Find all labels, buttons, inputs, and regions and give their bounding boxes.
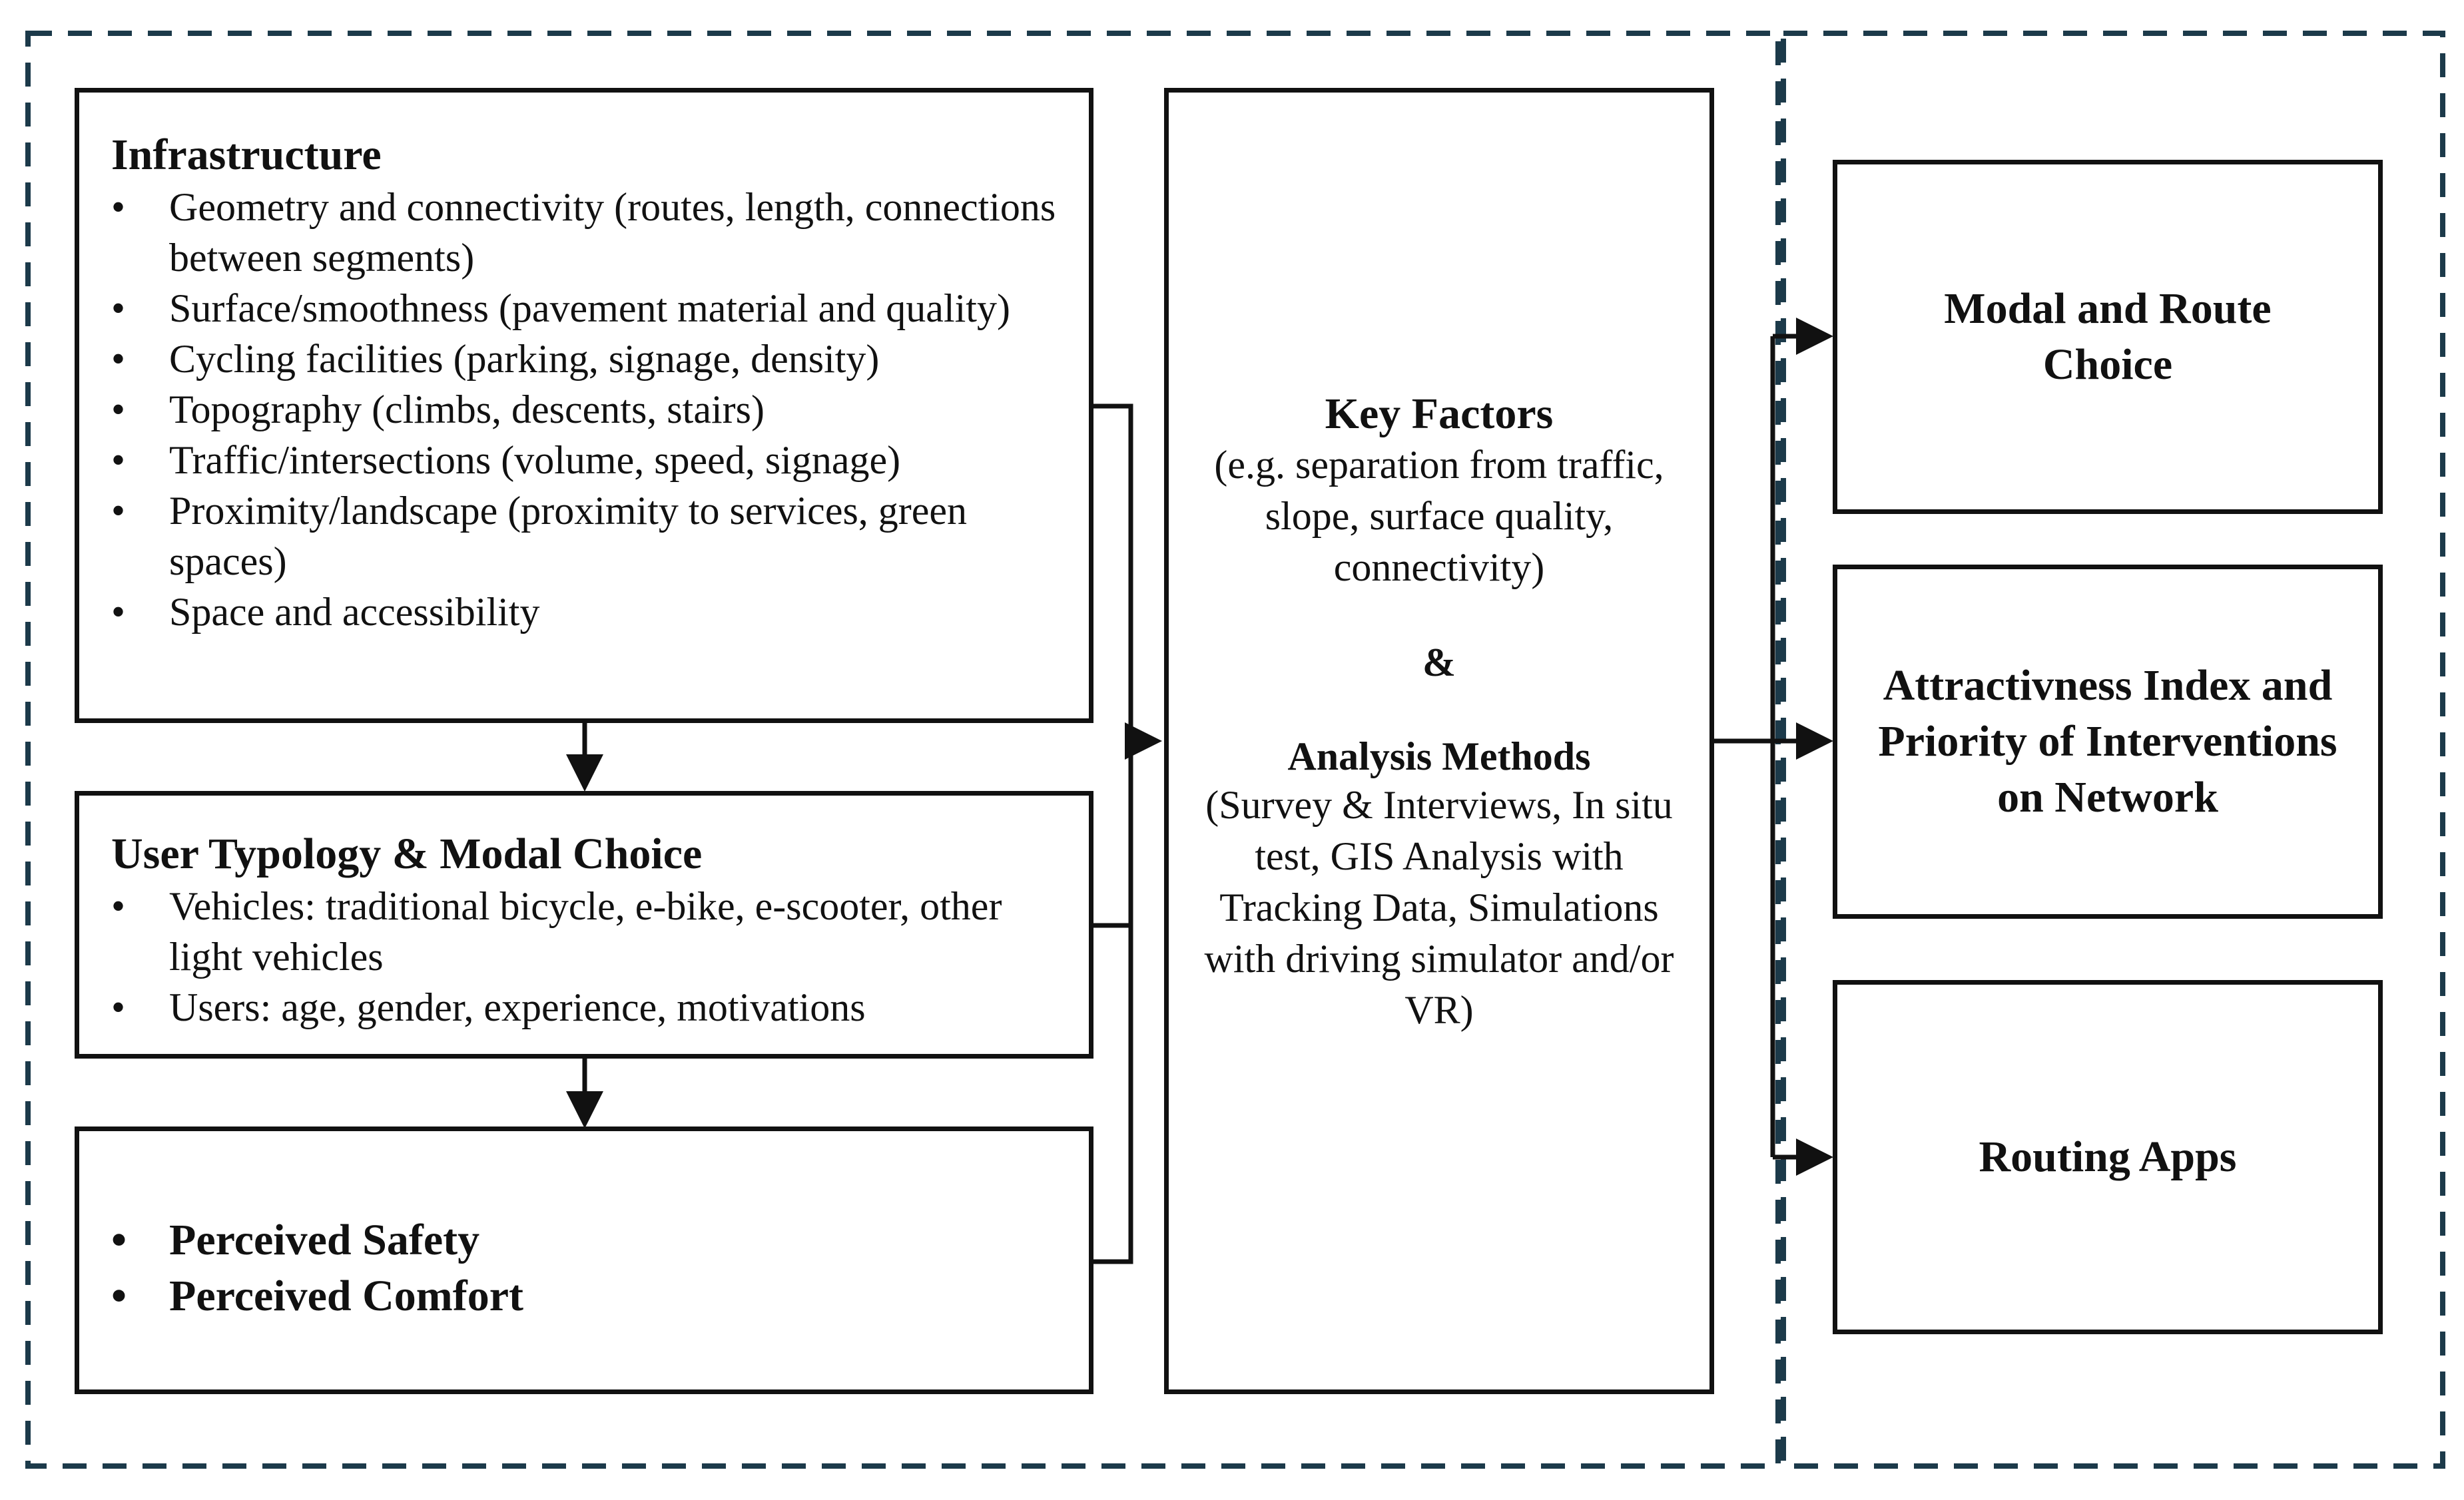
infrastructure-box: Infrastructure Geometry and connectivity… [75, 88, 1093, 723]
attractiveness-index-label: Attractivness Index and Priority of Inte… [1878, 661, 2337, 822]
infrastructure-list: Geometry and connectivity (routes, lengt… [111, 182, 1062, 637]
ampersand: & [1422, 640, 1456, 684]
infrastructure-title: Infrastructure [111, 130, 382, 179]
list-item: Users: age, gender, experience, motivati… [111, 982, 1062, 1033]
modal-route-choice-box: Modal and Route Choice [1833, 160, 2383, 514]
user-typology-list: Vehicles: traditional bicycle, e-bike, e… [111, 881, 1062, 1033]
list-item: Surface/smoothness (pavement material an… [111, 283, 1062, 334]
routing-apps-box: Routing Apps [1833, 980, 2383, 1334]
left-boxes-bracket [1092, 403, 1133, 1264]
analysis-methods-title: Analysis Methods [1287, 734, 1591, 778]
attractiveness-index-box: Attractivness Index and Priority of Inte… [1833, 565, 2383, 919]
list-item: Perceived Safety [111, 1212, 1062, 1268]
perceived-list: Perceived Safety Perceived Comfort [111, 1212, 1062, 1324]
list-item: Geometry and connectivity (routes, lengt… [111, 182, 1062, 283]
list-item: Topography (climbs, descents, stairs) [111, 384, 1062, 435]
list-item: Perceived Comfort [111, 1268, 1062, 1324]
list-item: Vehicles: traditional bicycle, e-bike, e… [111, 881, 1062, 982]
user-typology-title: User Typology & Modal Choice [111, 830, 703, 878]
key-factors-box: Key Factors (e.g. separation from traffi… [1164, 88, 1714, 1394]
user-typology-box: User Typology & Modal Choice Vehicles: t… [75, 791, 1093, 1059]
key-factors-body: (e.g. separation from traffic, slope, su… [1214, 442, 1664, 589]
modal-route-choice-label: Modal and Route Choice [1944, 284, 2272, 389]
key-factors-title: Key Factors [1325, 389, 1554, 438]
routing-apps-label: Routing Apps [1979, 1132, 2237, 1181]
perceived-box: Perceived Safety Perceived Comfort [75, 1126, 1093, 1394]
list-item: Space and accessibility [111, 587, 1062, 637]
left-group-dashed-border [25, 31, 1781, 1469]
list-item: Traffic/intersections (volume, speed, si… [111, 435, 1062, 485]
right-group-dashed-border [1781, 31, 2445, 1469]
analysis-methods-body: (Survey & Interviews, In situ test, GIS … [1204, 782, 1674, 1032]
list-item: Cycling facilities (parking, signage, de… [111, 334, 1062, 384]
list-item: Proximity/landscape (proximity to servic… [111, 485, 1062, 587]
